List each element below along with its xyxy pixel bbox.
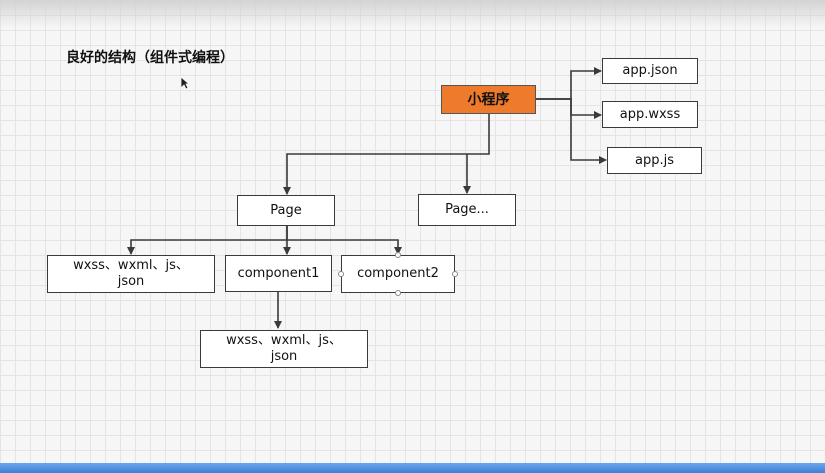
node-component1-files[interactable]: wxss、wxml、js、 json bbox=[200, 330, 368, 368]
node-mini-program[interactable]: 小程序 bbox=[441, 85, 536, 114]
mouse-cursor-icon bbox=[180, 76, 190, 90]
node-page-files-line-2: json bbox=[117, 274, 145, 289]
node-app-json[interactable]: app.json bbox=[602, 58, 698, 84]
node-page-files-line-1: wxss、wxml、js、 bbox=[73, 258, 189, 273]
edge-root-app-json bbox=[536, 67, 602, 100]
connection-handle-left[interactable] bbox=[338, 271, 344, 277]
node-page[interactable]: Page bbox=[237, 195, 335, 226]
edge-root-app-wxss bbox=[536, 98, 602, 119]
bottom-progress-bar bbox=[0, 463, 825, 473]
edge-page-files bbox=[127, 226, 288, 255]
node-component1[interactable]: component1 bbox=[225, 255, 332, 292]
node-page-more[interactable]: Page... bbox=[418, 194, 516, 226]
edge-root-page bbox=[283, 113, 490, 195]
connection-handle-bottom[interactable] bbox=[395, 290, 401, 296]
node-component2[interactable]: component2 bbox=[341, 255, 455, 293]
node-app-wxss[interactable]: app.wxss bbox=[602, 101, 698, 128]
connection-handle-right[interactable] bbox=[452, 271, 458, 277]
connection-handle-top[interactable] bbox=[395, 252, 401, 258]
node-component1-files-line-1: wxss、wxml、js、 bbox=[226, 333, 342, 348]
edge-root-app-js bbox=[536, 98, 607, 164]
node-app-js[interactable]: app.js bbox=[607, 147, 702, 174]
diagram-title: 良好的结构（组件式编程） bbox=[66, 50, 234, 66]
node-page-files[interactable]: wxss、wxml、js、 json bbox=[47, 255, 215, 293]
top-shade bbox=[0, 0, 825, 28]
edge-page-component2 bbox=[287, 239, 402, 255]
node-component1-files-line-2: json bbox=[270, 349, 298, 364]
